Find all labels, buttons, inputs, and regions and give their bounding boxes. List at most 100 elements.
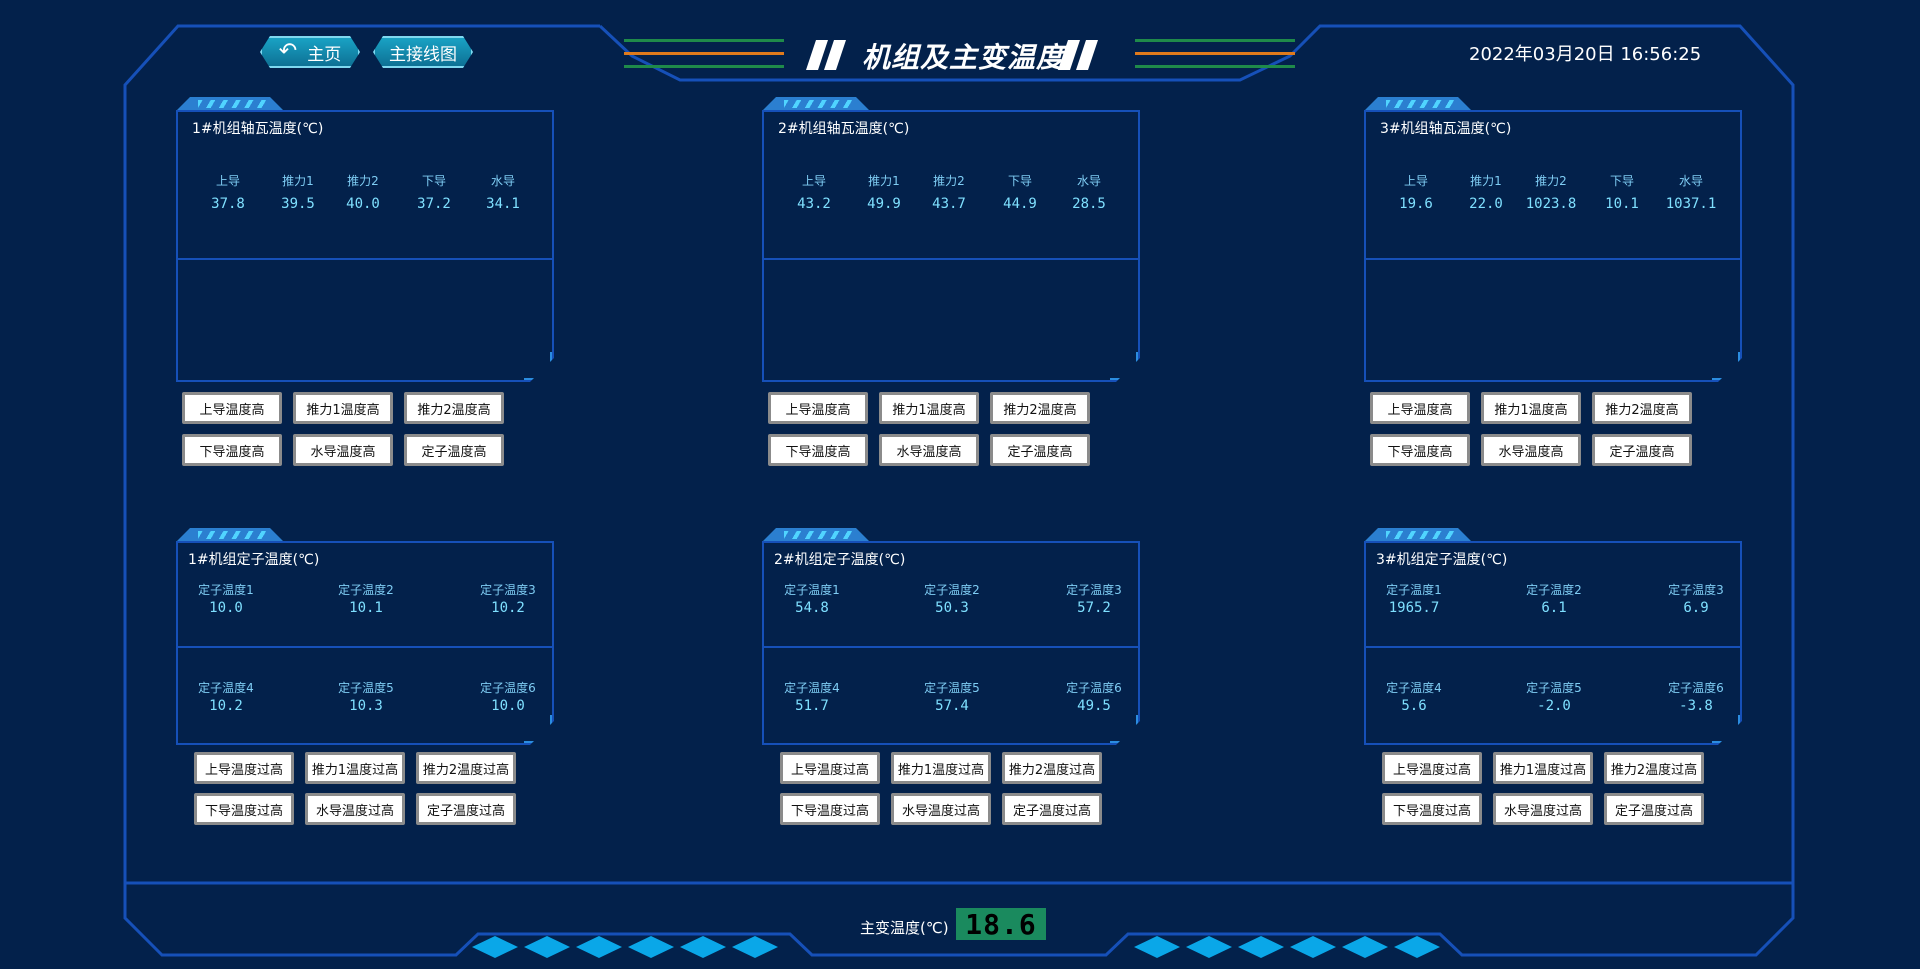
unit3-stator-alarm-button[interactable]: 推力1温度过高 bbox=[1493, 752, 1593, 784]
unit2-bearing-alarm-button[interactable]: 上导温度高 bbox=[768, 392, 868, 424]
unit2-stator-alarm-button[interactable]: 水导温度过高 bbox=[891, 793, 991, 825]
header-stripe-right-3 bbox=[1135, 65, 1295, 68]
unit2-bearing-label: 水导 bbox=[1076, 174, 1102, 188]
unit3-stator-alarm-button[interactable]: 推力2温度过高 bbox=[1604, 752, 1704, 784]
footer-diamond-icon bbox=[524, 936, 570, 958]
unit3-stator-alarm-button[interactable]: 定子温度过高 bbox=[1604, 793, 1704, 825]
footer-diamond-icon bbox=[1290, 936, 1336, 958]
unit1-stator-label: 定子温度5 bbox=[338, 681, 394, 695]
panel-corner-decoration bbox=[1110, 715, 1138, 743]
unit3-stator-title: 3#机组定子温度(℃) bbox=[1376, 552, 1508, 568]
unit2-bearing-alarm-button[interactable]: 下导温度高 bbox=[768, 434, 868, 466]
unit2-bearing-value: 28.5 bbox=[1072, 196, 1106, 212]
unit2-stator-value: 49.5 bbox=[1077, 698, 1111, 714]
panel-tab-hatch bbox=[784, 531, 854, 539]
unit2-bearing-alarm-button[interactable]: 推力2温度高 bbox=[990, 392, 1090, 424]
header-stripe-right-1 bbox=[1135, 39, 1295, 42]
unit1-bearing-alarm-button[interactable]: 推力2温度高 bbox=[404, 392, 504, 424]
unit2-stator-label: 定子温度3 bbox=[1066, 583, 1122, 597]
unit3-stator-value: 5.6 bbox=[1401, 698, 1427, 714]
unit2-stator-label: 定子温度1 bbox=[784, 583, 840, 597]
unit2-stator-value: 57.4 bbox=[935, 698, 969, 714]
unit3-bearing-alarm-button[interactable]: 下导温度高 bbox=[1370, 434, 1470, 466]
header-stripe-left-1 bbox=[624, 39, 784, 42]
unit1-bearing-alarm-button[interactable]: 推力1温度高 bbox=[293, 392, 393, 424]
panel-tab-decoration bbox=[176, 528, 284, 542]
panel-corner-decoration bbox=[1712, 352, 1740, 380]
unit3-bearing-alarm-button[interactable]: 上导温度高 bbox=[1370, 392, 1470, 424]
unit2-bearing-alarm-button[interactable]: 定子温度高 bbox=[990, 434, 1090, 466]
unit2-bearing-label: 推力1 bbox=[868, 174, 900, 188]
transformer-temp-label: 主变温度(℃) bbox=[860, 919, 949, 937]
home-button-label: 主页 bbox=[307, 44, 342, 65]
panel-tab-decoration bbox=[176, 97, 284, 111]
panel-tab-decoration bbox=[1364, 97, 1472, 111]
unit1-stator-alarm-button[interactable]: 水导温度过高 bbox=[305, 793, 405, 825]
unit1-stator-alarm-button[interactable]: 推力2温度过高 bbox=[416, 752, 516, 784]
header-stripe-left-3 bbox=[624, 65, 784, 68]
unit2-stator-alarm-button[interactable]: 定子温度过高 bbox=[1002, 793, 1102, 825]
unit1-stator-alarm-button[interactable]: 下导温度过高 bbox=[194, 793, 294, 825]
unit1-bearing-alarm-button[interactable]: 上导温度高 bbox=[182, 392, 282, 424]
unit1-stator-alarm-button[interactable]: 推力1温度过高 bbox=[305, 752, 405, 784]
unit2-stator-alarm-button[interactable]: 下导温度过高 bbox=[780, 793, 880, 825]
unit3-bearing-value: 10.1 bbox=[1605, 196, 1639, 212]
unit3-stator-alarm-button[interactable]: 水导温度过高 bbox=[1493, 793, 1593, 825]
unit1-bearing-alarm-button[interactable]: 定子温度高 bbox=[404, 434, 504, 466]
unit1-bearing-alarm-button[interactable]: 水导温度高 bbox=[293, 434, 393, 466]
unit2-stator-alarm-button[interactable]: 推力1温度过高 bbox=[891, 752, 991, 784]
unit1-bearing-value: 37.2 bbox=[417, 196, 451, 212]
unit3-bearing-label: 推力2 bbox=[1535, 174, 1567, 188]
unit3-bearing-alarm-button[interactable]: 水导温度高 bbox=[1481, 434, 1581, 466]
unit2-stator-alarm-button[interactable]: 上导温度过高 bbox=[780, 752, 880, 784]
panel-divider bbox=[178, 258, 552, 260]
footer-diamond-icon bbox=[1394, 936, 1440, 958]
unit3-stator-alarm-button[interactable]: 下导温度过高 bbox=[1382, 793, 1482, 825]
unit2-stator-value: 57.2 bbox=[1077, 600, 1111, 616]
header-stripe-right-2 bbox=[1135, 52, 1295, 55]
unit1-stator-value: 10.3 bbox=[349, 698, 383, 714]
unit3-bearing-label: 下导 bbox=[1609, 174, 1635, 188]
unit1-stator-alarm-button[interactable]: 定子温度过高 bbox=[416, 793, 516, 825]
unit3-stator-value: -3.8 bbox=[1679, 698, 1713, 714]
unit2-bearing-value: 43.2 bbox=[797, 196, 831, 212]
unit2-bearing-alarm-button[interactable]: 推力1温度高 bbox=[879, 392, 979, 424]
title-slash-left-icon bbox=[806, 40, 846, 70]
unit3-stator-label: 定子温度6 bbox=[1668, 681, 1724, 695]
panel-tab-hatch bbox=[1386, 100, 1456, 108]
unit2-bearing-title: 2#机组轴瓦温度(℃) bbox=[778, 121, 910, 137]
footer-diamond-icon bbox=[1342, 936, 1388, 958]
unit3-stator-label: 定子温度1 bbox=[1386, 583, 1442, 597]
unit1-stator-alarm-button[interactable]: 上导温度过高 bbox=[194, 752, 294, 784]
unit3-bearing-alarm-button[interactable]: 推力1温度高 bbox=[1481, 392, 1581, 424]
unit3-bearing-alarm-button[interactable]: 定子温度高 bbox=[1592, 434, 1692, 466]
unit2-bearing-value: 43.7 bbox=[932, 196, 966, 212]
main-wiring-button[interactable]: 主接线图 bbox=[373, 36, 473, 68]
unit2-stator-title: 2#机组定子温度(℃) bbox=[774, 552, 906, 568]
page-title: 机组及主变温度 bbox=[862, 41, 1066, 74]
unit3-bearing-alarm-button[interactable]: 推力2温度高 bbox=[1592, 392, 1692, 424]
unit2-bearing-label: 上导 bbox=[801, 174, 827, 188]
main-wiring-button-label: 主接线图 bbox=[389, 44, 457, 65]
unit2-stator-alarm-button[interactable]: 推力2温度过高 bbox=[1002, 752, 1102, 784]
footer-diamond-icon bbox=[576, 936, 622, 958]
unit1-bearing-alarm-button[interactable]: 下导温度高 bbox=[182, 434, 282, 466]
unit3-bearing-label: 推力1 bbox=[1470, 174, 1502, 188]
unit2-stator-value: 51.7 bbox=[795, 698, 829, 714]
unit3-stator-value: 6.9 bbox=[1683, 600, 1709, 616]
unit2-bearing-alarm-button[interactable]: 水导温度高 bbox=[879, 434, 979, 466]
panel-tab-hatch bbox=[198, 100, 268, 108]
home-button[interactable]: ↶ 主页 bbox=[260, 36, 360, 68]
unit2-stator-label: 定子温度2 bbox=[924, 583, 980, 597]
panel-tab-decoration bbox=[762, 97, 870, 111]
header-stripe-left-2 bbox=[624, 52, 784, 55]
unit3-stator-alarm-button[interactable]: 上导温度过高 bbox=[1382, 752, 1482, 784]
unit3-bearing-title: 3#机组轴瓦温度(℃) bbox=[1380, 121, 1512, 137]
unit3-stator-label: 定子温度3 bbox=[1668, 583, 1724, 597]
unit2-stator-value: 54.8 bbox=[795, 600, 829, 616]
panel-tab-decoration bbox=[762, 528, 870, 542]
